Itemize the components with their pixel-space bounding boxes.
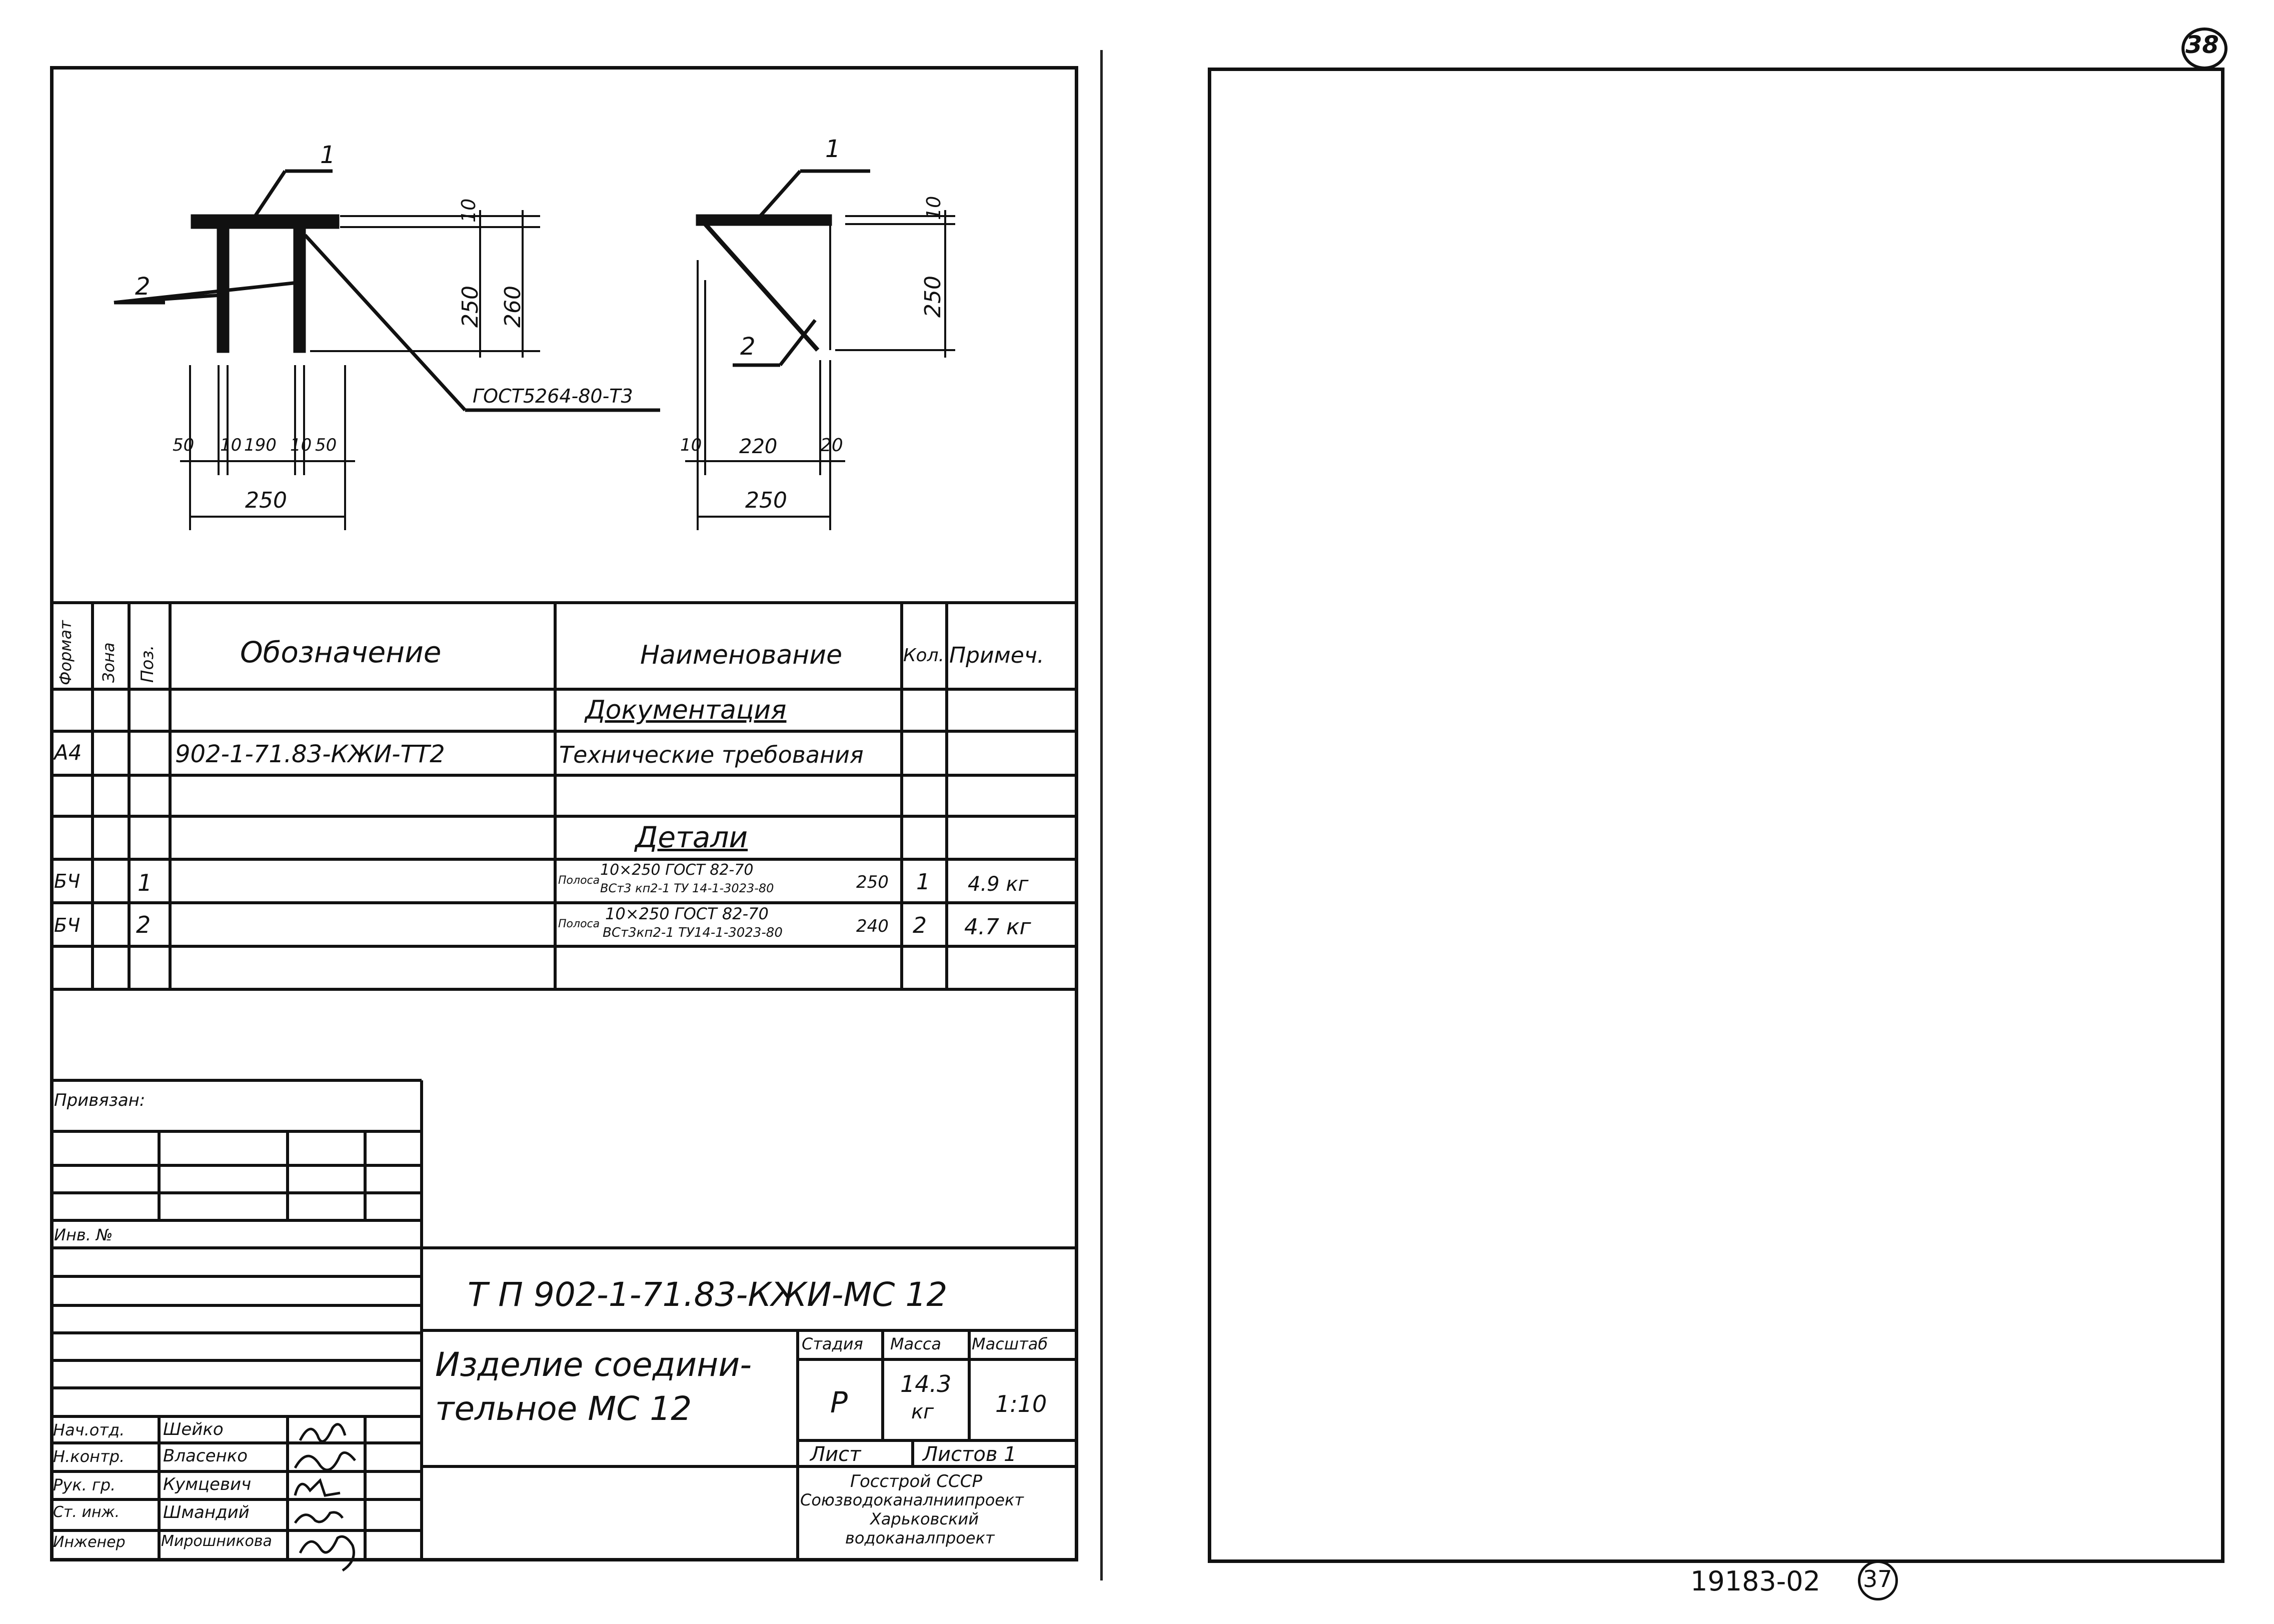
right-sheet-frame <box>1208 68 2224 1563</box>
part1-pos: 1 <box>138 869 153 896</box>
left-dim-10: 10 <box>458 198 480 223</box>
left-sheet-frame <box>50 66 1078 1561</box>
scale-value: 1:10 <box>995 1390 1047 1417</box>
left-bottom-dim-4: 10 <box>290 435 312 455</box>
header-format: Формат <box>56 620 75 685</box>
sheets-label: Листов 1 <box>923 1443 1017 1466</box>
part2-line2: ВСт3кп2-1 ТУ14-1-3023-80 <box>603 925 783 940</box>
part2-format: БЧ <box>54 914 81 936</box>
person-name-4: Шмандий <box>163 1502 250 1522</box>
header-designation: Обозначение <box>240 635 442 669</box>
doc-row-name: Технические требования <box>559 741 864 768</box>
part1-note: 4.9 кг <box>968 873 1029 896</box>
person-role-5: Инженер <box>53 1533 126 1551</box>
part2-prefix: Полоса <box>558 918 600 930</box>
part1-qty: 1 <box>916 869 930 895</box>
left-bottom-dim-2: 10 <box>220 435 242 455</box>
left-dim-260: 260 <box>500 286 526 328</box>
stamp-attached-label: Привязан: <box>54 1090 146 1110</box>
right-callout-2: 2 <box>740 333 756 361</box>
part2-len: 240 <box>856 916 889 936</box>
org-line-2: Союзводоканалниипроект <box>800 1490 1024 1509</box>
page-number-circle <box>1858 1560 1898 1600</box>
stage-label: Стадия <box>802 1334 863 1353</box>
left-bottom-dim-5: 50 <box>315 435 337 455</box>
document-code: Т П 902-1-71.83-КЖИ-МС 12 <box>468 1275 948 1314</box>
left-overall-dim: 250 <box>245 488 287 513</box>
right-bottom-dim-3: 20 <box>820 435 843 456</box>
part1-len: 250 <box>856 872 889 892</box>
part1-prefix: Полоса <box>558 874 600 887</box>
org-line-3: Харьковский <box>870 1509 979 1528</box>
person-role-2: Н.контр. <box>53 1447 125 1466</box>
part2-qty: 2 <box>913 913 927 938</box>
header-qty: Кол. <box>903 645 945 666</box>
section-parts: Детали <box>635 820 748 854</box>
weld-note: ГОСТ5264-80-Т3 <box>473 385 633 407</box>
right-dim-250: 250 <box>920 276 946 318</box>
header-name: Наименование <box>640 640 843 670</box>
left-callout-1: 1 <box>320 141 336 169</box>
archive-number: 19183-02 <box>1690 1565 1820 1597</box>
section-documentation: Документация <box>585 695 787 725</box>
right-bottom-dim-2: 220 <box>739 435 778 458</box>
left-bottom-dim-1: 50 <box>173 435 195 455</box>
doc-row-format: А4 <box>54 740 82 765</box>
person-name-3: Кумцевич <box>163 1474 252 1494</box>
person-name-5: Мирошникова <box>161 1532 272 1550</box>
page-number: 37 <box>1863 1565 1892 1592</box>
part1-format: БЧ <box>54 870 81 892</box>
part2-line1: 10×250 ГОСТ 82-70 <box>605 904 769 923</box>
mass-unit: кг <box>911 1400 934 1423</box>
right-bottom-dim-1: 10 <box>680 435 702 455</box>
person-role-3: Рук. гр. <box>53 1475 116 1494</box>
stamp-inv-label: Инв. № <box>54 1225 113 1244</box>
sheet-label: Лист <box>810 1443 861 1466</box>
part2-pos: 2 <box>136 911 151 938</box>
header-zone: Зона <box>99 642 118 683</box>
doc-row-designation: 902-1-71.83-КЖИ-ТТ2 <box>175 740 445 768</box>
person-name-2: Власенко <box>163 1446 248 1466</box>
person-name-1: Шейко <box>163 1419 224 1439</box>
fold-line <box>1100 50 1103 1580</box>
left-callout-2: 2 <box>135 273 151 301</box>
title-line-1: Изделие соедини- <box>435 1345 752 1384</box>
stage-value: Р <box>830 1385 848 1419</box>
part1-line2: ВСт3 кп2-1 ТУ 14-1-3023-80 <box>600 881 774 895</box>
header-pos: Поз. <box>138 645 158 683</box>
right-overall-dim: 250 <box>745 488 787 513</box>
org-line-1: Госстрой СССР <box>850 1471 982 1491</box>
header-note: Примеч. <box>949 643 1044 668</box>
person-role-4: Ст. инж. <box>53 1503 120 1521</box>
title-line-2: тельное МС 12 <box>435 1389 692 1428</box>
right-callout-1: 1 <box>825 135 841 163</box>
mass-label: Масса <box>890 1334 942 1353</box>
org-line-4: водоканалпроект <box>845 1528 995 1547</box>
left-bottom-dim-3: 190 <box>244 435 277 455</box>
person-role-1: Нач.отд. <box>53 1420 125 1439</box>
part1-line1: 10×250 ГОСТ 82-70 <box>600 861 754 879</box>
part2-note: 4.7 кг <box>964 914 1031 940</box>
mass-value: 14.3 <box>900 1370 952 1397</box>
right-dim-10: 10 <box>923 196 945 220</box>
left-dim-250: 250 <box>458 286 483 328</box>
corner-page-circle <box>2181 28 2227 70</box>
scale-label: Масштаб <box>972 1334 1048 1353</box>
